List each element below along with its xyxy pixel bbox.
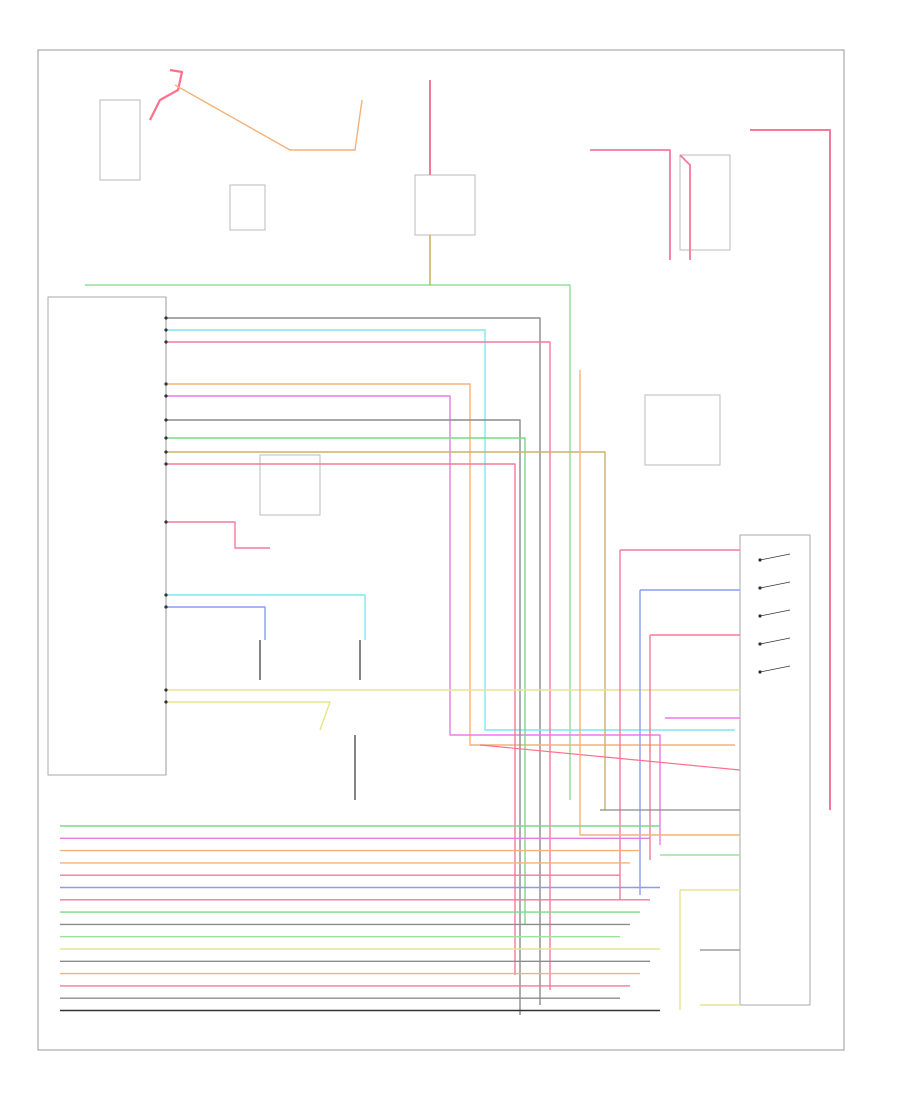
top-right-relay [679,154,731,251]
pcm-pin-wire-8 [166,451,606,810]
wire-top-fuel-pump [174,84,363,151]
pcm-pin-wire-5 [166,395,661,845]
pcm-pin-wire-14 [166,701,331,731]
switch-contact-4 [759,637,791,645]
pcm-pin-wire-10 [166,521,270,549]
fuel-pump-relay [229,184,266,231]
pcm-pin-13 [164,688,168,692]
pcm-pin-10 [164,520,168,524]
wire-orange-long [579,370,740,836]
pcm-pin-1 [164,316,168,320]
pcm-connector-block [47,296,167,776]
switch-contact-5 [759,665,791,673]
pcm-pin-7 [164,436,168,440]
wire-relay-coil [679,154,691,260]
pcm-pin-wire-3 [166,341,551,990]
wire-layer [60,68,831,1015]
pcm-pin-wire-1 [166,317,541,1005]
pcm-pin-9 [164,462,168,466]
switch-contact-2 [759,581,791,589]
mark-layer [164,316,762,704]
pcm-pin-wire-6 [166,419,521,1015]
pcm-pin-5 [164,394,168,398]
wire-right-lead-5 [479,744,741,771]
switch-node-1 [758,558,762,562]
switch-node-4 [758,642,762,646]
pcm-pin-8 [164,450,168,454]
pcm-pin-4 [164,382,168,386]
top-center-component [414,174,476,236]
right-switch-module [644,394,721,466]
pcm-pin-3 [164,340,168,344]
pcm-pin-wire-12 [166,606,266,640]
pcm-pin-wire-4 [166,383,735,746]
switch-node-5 [758,670,762,674]
switch-contact-1 [759,553,791,561]
pcm-pin-wire-7 [166,437,526,925]
pcm-pin-14 [164,700,168,704]
wire-right-riser [750,129,831,810]
diagram-border [37,49,845,1051]
pcm-pin-6 [164,418,168,422]
top-left-component [99,99,141,181]
wire-top-left-red [149,68,184,121]
pcm-pin-wire-2 [166,329,735,731]
right-connector-block [739,534,811,1006]
mid-switch-module [259,454,321,516]
pcm-pin-2 [164,328,168,332]
pcm-pin-wire-11 [166,594,366,640]
pcm-pin-12 [164,605,168,609]
wire-top-right-feed [590,149,671,260]
pcm-pin-wire-9 [166,463,516,975]
switch-node-2 [758,586,762,590]
switch-contact-3 [759,609,791,617]
pcm-pin-11 [164,593,168,597]
wire-long-green-drop [85,284,571,800]
switch-node-3 [758,614,762,618]
